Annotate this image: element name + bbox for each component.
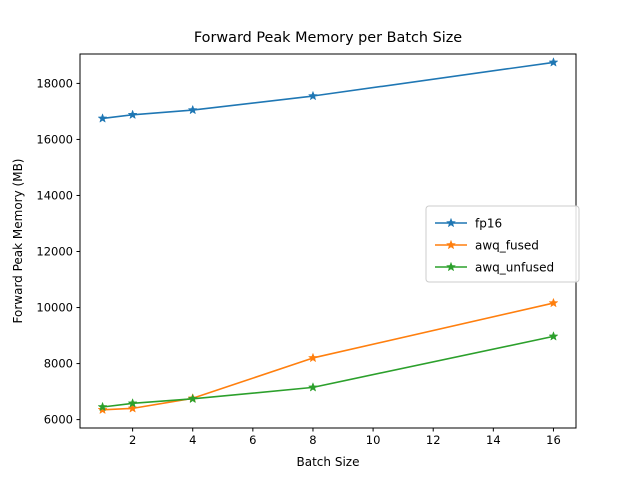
y-tick-label: 6000 xyxy=(44,413,73,427)
legend-marker-icon xyxy=(445,217,457,228)
x-axis-label: Batch Size xyxy=(297,455,360,469)
data-series-group xyxy=(97,57,559,415)
x-tick-label: 6 xyxy=(249,433,256,447)
legend-marker-icon xyxy=(445,239,457,250)
data-point-marker xyxy=(97,401,108,412)
y-tick-label: 16000 xyxy=(36,132,73,146)
data-point-marker xyxy=(307,90,319,101)
chart-legend[interactable]: fp16 awq_fused awq_unfused xyxy=(425,205,580,283)
x-tick-label: 14 xyxy=(486,433,501,447)
x-tick-label: 16 xyxy=(546,433,561,447)
y-tick-label: 10000 xyxy=(36,301,73,315)
data-point-marker xyxy=(97,404,108,415)
y-tick-label: 8000 xyxy=(44,357,73,371)
x-tick-label: 10 xyxy=(366,433,381,447)
legend-label: awq_fused xyxy=(475,239,539,253)
x-tick-label: 12 xyxy=(426,433,441,447)
data-point-marker xyxy=(97,113,108,123)
data-point-marker xyxy=(127,403,138,413)
legend-background xyxy=(425,205,580,283)
y-tick-label: 14000 xyxy=(36,188,73,202)
y-axis-label: Forward Peak Memory (MB) xyxy=(11,159,25,324)
y-tick-label: 18000 xyxy=(36,76,73,90)
series-fp16 xyxy=(97,57,559,123)
x-tick-label: 4 xyxy=(189,433,196,447)
legend-item-awq_unfused[interactable]: awq_unfused xyxy=(435,261,554,275)
legend-marker-icon xyxy=(445,261,457,272)
series-awq_unfused xyxy=(97,331,559,412)
data-point-marker xyxy=(307,352,319,363)
legend-item-fp16[interactable]: fp16 xyxy=(435,217,502,231)
data-point-marker xyxy=(307,382,319,392)
data-point-marker xyxy=(548,297,559,308)
chart-title: Forward Peak Memory per Batch Size xyxy=(194,30,462,46)
data-point-marker xyxy=(127,398,138,408)
legend-label: awq_unfused xyxy=(475,261,554,275)
x-tick-label: 2 xyxy=(129,433,136,447)
y-axis-ticks: 6000 8000 10000 12000 14000 16000 18000 xyxy=(36,76,80,427)
x-tick-label: 8 xyxy=(309,433,316,447)
legend-label: fp16 xyxy=(475,217,502,231)
data-point-marker xyxy=(548,331,559,341)
data-point-marker xyxy=(127,109,138,120)
data-point-marker xyxy=(187,104,198,115)
axes-spines xyxy=(79,53,577,429)
x-axis-ticks: 2 4 6 8 10 12 14 16 xyxy=(129,428,561,447)
legend-item-awq_fused[interactable]: awq_fused xyxy=(435,239,539,253)
data-point-marker xyxy=(548,57,559,67)
data-point-marker xyxy=(187,393,198,404)
y-tick-label: 12000 xyxy=(36,245,73,259)
